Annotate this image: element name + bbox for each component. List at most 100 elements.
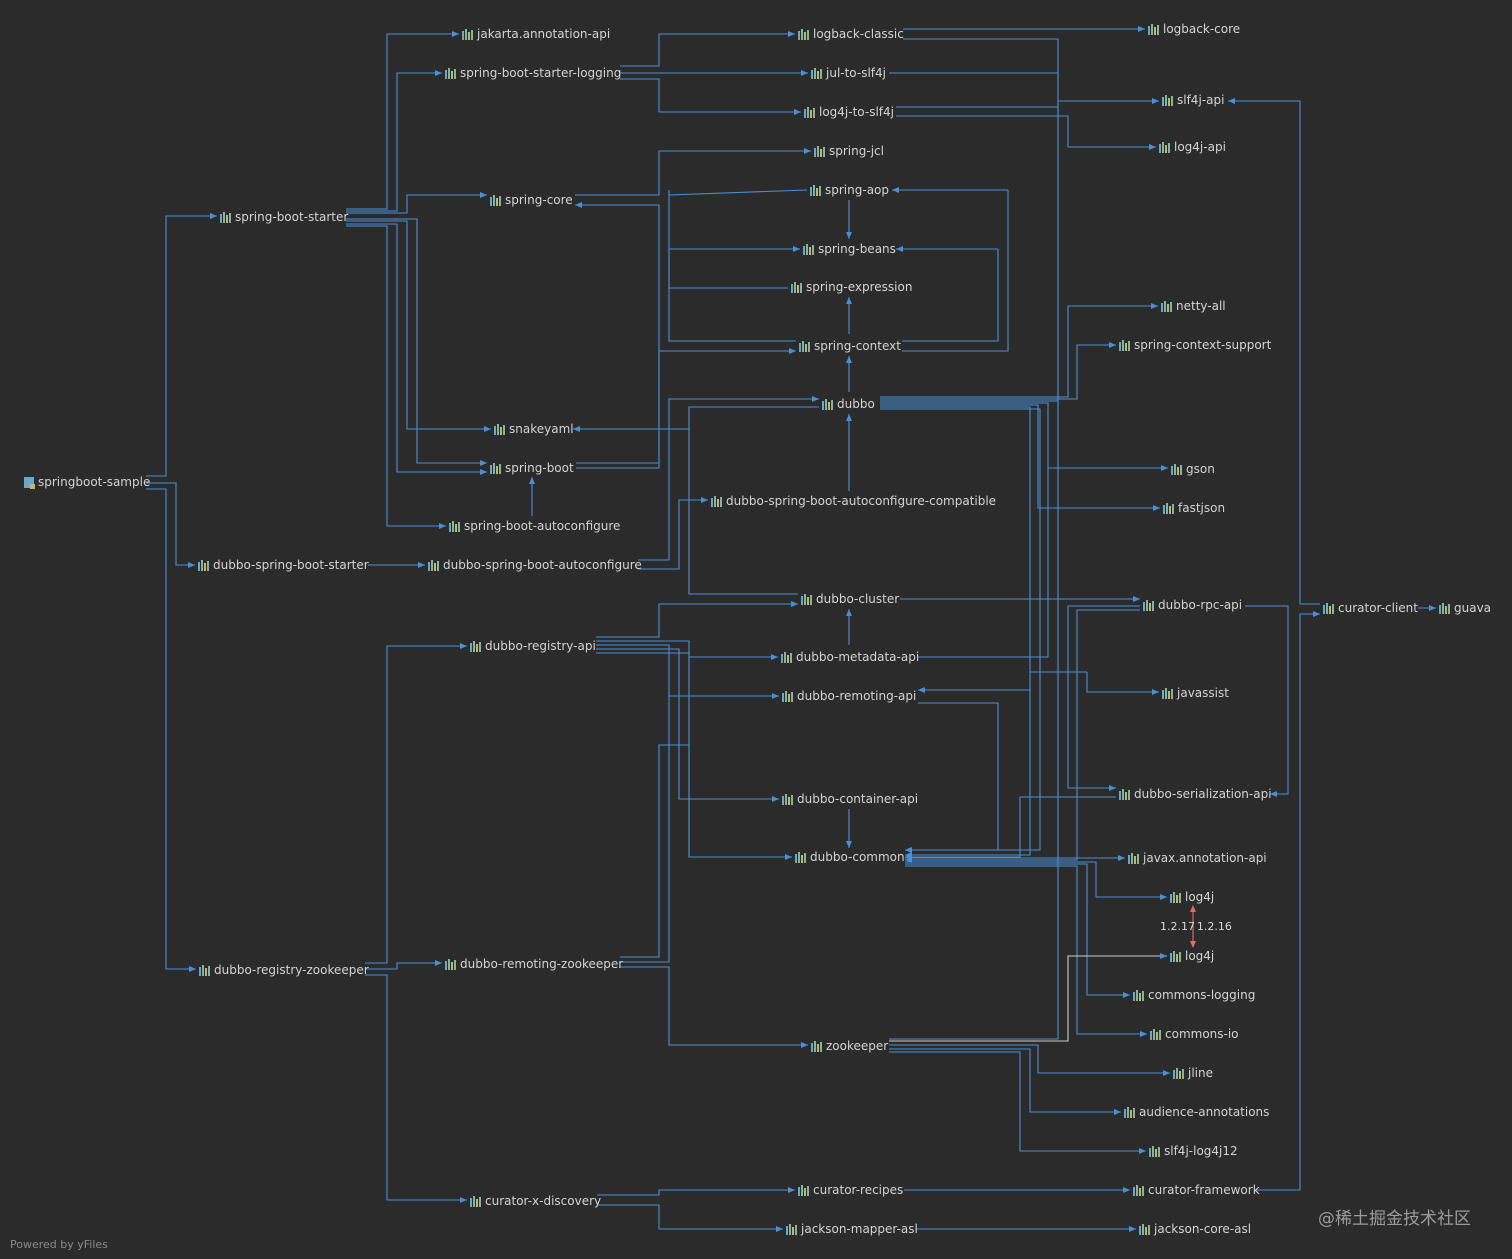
library-icon [811, 1040, 822, 1052]
node-curator-x-discovery[interactable]: curator-x-discovery [470, 1194, 601, 1208]
node-dubbo[interactable]: dubbo [822, 397, 875, 411]
dependency-edge-79 [597, 1187, 795, 1196]
node-label: spring-boot-starter [235, 210, 349, 224]
library-icon [220, 211, 231, 223]
node-label: log4j-to-slf4j [819, 105, 894, 119]
library-icon [199, 964, 210, 976]
node-log4j-b[interactable]: log4j [1170, 949, 1214, 963]
dependency-edge-74 [889, 101, 1059, 1040]
node-jackson-mapper-asl[interactable]: jackson-mapper-asl [786, 1222, 918, 1236]
node-label: javax.annotation-api [1143, 851, 1267, 865]
node-gson[interactable]: gson [1171, 462, 1215, 476]
node-dubbo-registry-api[interactable]: dubbo-registry-api [470, 639, 596, 653]
dependency-edge-2 [146, 482, 195, 568]
node-label: logback-classic [813, 27, 904, 41]
library-icon [798, 28, 809, 40]
node-dubbo-serialization-api[interactable]: dubbo-serialization-api [1119, 787, 1272, 801]
node-label: jul-to-slf4j [826, 66, 886, 80]
dependency-edge-65 [905, 861, 1167, 900]
node-commons-logging[interactable]: commons-logging [1133, 988, 1255, 1002]
dependency-edge-31 [638, 497, 708, 570]
node-label: dubbo-spring-boot-autoconfigure [443, 558, 642, 572]
node-dubbo-metadata-api[interactable]: dubbo-metadata-api [781, 650, 919, 664]
node-slf4j-log4j12[interactable]: slf4j-log4j12 [1149, 1144, 1238, 1158]
node-logback-core[interactable]: logback-core [1148, 22, 1240, 36]
node-dubbo-rpc-api[interactable]: dubbo-rpc-api [1143, 598, 1242, 612]
node-netty-all[interactable]: netty-all [1161, 299, 1226, 313]
node-jline[interactable]: jline [1173, 1066, 1213, 1080]
node-slf4j-api[interactable]: slf4j-api [1162, 93, 1224, 107]
node-dubbo-cluster[interactable]: dubbo-cluster [801, 592, 899, 606]
library-icon [1124, 1106, 1135, 1118]
node-logback-classic[interactable]: logback-classic [798, 27, 904, 41]
node-label: spring-boot-autoconfigure [464, 519, 621, 533]
node-spring-boot-autoconfigure[interactable]: spring-boot-autoconfigure [449, 519, 620, 533]
node-label: snakeyaml [509, 422, 574, 436]
node-curator-recipes[interactable]: curator-recipes [798, 1183, 903, 1197]
node-label: log4j [1185, 949, 1215, 963]
dependency-edge-56 [596, 640, 778, 660]
library-icon [198, 559, 209, 571]
node-springboot-sample[interactable]: springboot-sample [24, 475, 150, 489]
node-spring-context[interactable]: spring-context [799, 339, 901, 353]
dependency-edge-52 [905, 609, 1140, 863]
node-curator-framework[interactable]: curator-framework [1133, 1183, 1260, 1197]
library-icon [795, 851, 806, 863]
library-icon [814, 145, 825, 157]
node-javax-annotation-api[interactable]: javax.annotation-api [1128, 851, 1267, 865]
library-icon [801, 593, 812, 605]
library-icon [470, 1195, 481, 1207]
node-spring-beans[interactable]: spring-beans [803, 242, 896, 256]
dependency-edge-49 [918, 468, 1049, 658]
node-dubbo-spring-boot-autoconfigure[interactable]: dubbo-spring-boot-autoconfigure [428, 558, 642, 572]
node-spring-boot-starter-logging[interactable]: spring-boot-starter-logging [445, 66, 621, 80]
node-log4j-a[interactable]: log4j [1170, 890, 1214, 904]
node-log4j-api[interactable]: log4j-api [1159, 140, 1226, 154]
node-javassist[interactable]: javassist [1162, 686, 1229, 700]
node-jackson-core-asl[interactable]: jackson-core-asl [1139, 1222, 1251, 1236]
node-spring-core[interactable]: spring-core [490, 193, 573, 207]
node-dubbo-remoting-api[interactable]: dubbo-remoting-api [782, 689, 916, 703]
library-icon [428, 559, 439, 571]
node-log4j-to-slf4j[interactable]: log4j-to-slf4j [804, 105, 894, 119]
library-icon [462, 28, 473, 40]
library-icon [822, 398, 833, 410]
node-spring-boot[interactable]: spring-boot [490, 461, 574, 475]
node-commons-io[interactable]: commons-io [1150, 1027, 1239, 1041]
dependency-edge-68 [365, 643, 467, 964]
node-label: spring-context [814, 339, 901, 353]
dependency-edge-83 [1256, 611, 1320, 1191]
library-icon [494, 423, 505, 435]
node-dubbo-spring-boot-starter[interactable]: dubbo-spring-boot-starter [198, 558, 369, 572]
node-zookeeper[interactable]: zookeeper [811, 1039, 888, 1053]
node-dubbo-registry-zookeeper[interactable]: dubbo-registry-zookeeper [199, 963, 369, 977]
dependency-edge-15 [575, 202, 660, 464]
node-spring-aop[interactable]: spring-aop [810, 183, 889, 197]
node-guava[interactable]: guava [1439, 601, 1491, 615]
node-jul-to-slf4j[interactable]: jul-to-slf4j [811, 66, 886, 80]
node-snakeyaml[interactable]: snakeyaml [494, 422, 574, 436]
node-jakarta-annotation-api[interactable]: jakarta.annotation-api [462, 27, 610, 41]
node-dubbo-common[interactable]: dubbo-common [795, 850, 905, 864]
node-label: dubbo-common [810, 850, 905, 864]
node-curator-client[interactable]: curator-client [1323, 601, 1418, 615]
node-dubbo-container-api[interactable]: dubbo-container-api [782, 792, 918, 806]
node-spring-boot-starter[interactable]: spring-boot-starter [220, 210, 348, 224]
node-label: curator-recipes [813, 1183, 904, 1197]
node-spring-context-support[interactable]: spring-context-support [1119, 338, 1271, 352]
node-spring-jcl[interactable]: spring-jcl [814, 144, 884, 158]
version-conflict-label: 1.2.17 1.2.16 [1160, 920, 1232, 933]
dependency-edge-27 [668, 249, 796, 342]
node-dubbo-remoting-zookeeper[interactable]: dubbo-remoting-zookeeper [445, 957, 623, 971]
library-icon [1439, 602, 1450, 614]
dependency-edge-63 [905, 796, 1116, 860]
node-audience-annotations[interactable]: audience-annotations [1124, 1105, 1269, 1119]
library-icon [1119, 788, 1130, 800]
node-dubbo-spring-boot-autoconfigure-compatible[interactable]: dubbo-spring-boot-autoconfigure-compatib… [711, 494, 996, 508]
dependency-edge-51 [1067, 605, 1140, 791]
node-spring-expression[interactable]: spring-expression [791, 280, 912, 294]
node-fastjson[interactable]: fastjson [1163, 501, 1225, 515]
dependency-edge-33 [573, 406, 819, 432]
library-icon [786, 1223, 797, 1235]
